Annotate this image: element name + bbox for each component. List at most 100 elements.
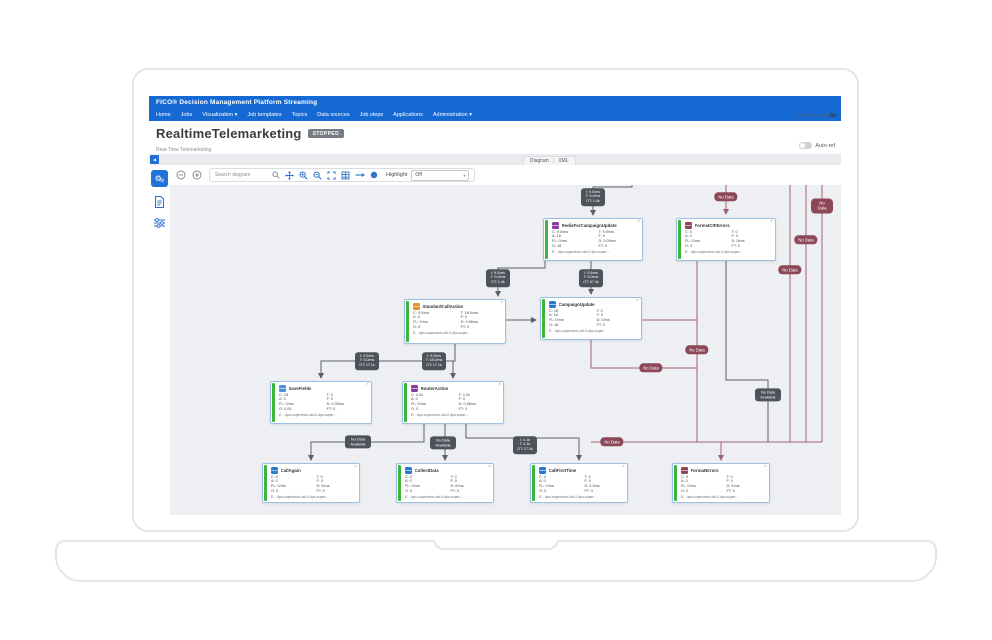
stat: T: 4.2k — [458, 392, 470, 397]
node-title: FormatErrors — [690, 467, 719, 473]
gears-icon: ⚙ — [154, 173, 162, 183]
circle-minus-icon — [176, 170, 186, 180]
stat: C: 0 — [271, 474, 278, 479]
back-icon: ◀ — [152, 157, 157, 162]
menu-item-administration[interactable]: Administration ▾ — [432, 112, 472, 118]
stat: O: 0 — [539, 489, 547, 494]
step-node-icon — [405, 466, 412, 474]
node-corner-icon[interactable]: ✕ — [770, 219, 773, 223]
menu-item-applications[interactable]: Applications — [393, 112, 423, 118]
stat: O: 0 — [413, 325, 421, 330]
tenant-value: Ba — [829, 113, 836, 119]
laptop-screen-frame: FICO® Decision Management Platform Strea… — [132, 68, 859, 532]
search-icon[interactable] — [272, 171, 280, 179]
sidebar-item-settings[interactable]: ⚙ ⚙ — [151, 170, 168, 187]
status-badge: STOPPED — [307, 129, 345, 138]
node-corner-icon[interactable]: ✕ — [354, 464, 357, 468]
node-corner-icon[interactable]: ✕ — [366, 382, 369, 386]
stat: C: 18 — [279, 392, 289, 397]
collapse-all-button[interactable] — [176, 170, 186, 180]
chevron-down-icon: ▾ — [463, 172, 466, 178]
menu-item-jobs[interactable]: Jobs — [180, 112, 193, 118]
node-corner-icon[interactable]: ✕ — [500, 300, 503, 304]
stat: FT: 0 — [326, 407, 336, 412]
stat: FT: 0 — [598, 244, 607, 249]
node-title: CallAgain — [280, 467, 301, 473]
page-title: RealtimeTelemarketing — [156, 126, 302, 141]
stat: FT: 0 — [726, 489, 735, 494]
stat: O: 0 — [411, 407, 419, 412]
errors-node-icon — [685, 221, 692, 229]
expand-all-button[interactable] — [192, 170, 202, 180]
fit-to-screen-icon[interactable] — [285, 170, 294, 180]
node-corner-icon[interactable]: ✕ — [488, 464, 491, 468]
fullscreen-icon[interactable] — [327, 171, 336, 180]
node-corner-icon[interactable]: ✕ — [764, 464, 767, 468]
tab-xml[interactable]: XML — [558, 157, 569, 164]
highlight-select[interactable]: Off ▾ — [411, 169, 470, 181]
sidebar-collapse-button[interactable]: ◀ — [150, 155, 159, 164]
stat: D: 0/ms — [726, 484, 740, 489]
menu-item-data-sources[interactable]: Data sources — [317, 112, 350, 118]
stat: A: 18 — [552, 234, 561, 239]
stat: T: 0 — [731, 229, 738, 234]
auto-refresh-toggle[interactable] — [799, 142, 813, 149]
stat: C: 4.2k — [411, 392, 424, 397]
tab-diagram[interactable]: Diagram — [530, 157, 549, 164]
tenant-label: Current tenant: — [794, 113, 829, 119]
stat: D: 0/ms — [450, 484, 464, 489]
sidebar-item-document[interactable] — [153, 195, 166, 209]
stat: C: 0 — [405, 474, 412, 479]
menu-item-visualization[interactable]: Visualization ▾ — [202, 112, 238, 118]
view-tabs: Diagram | XML — [523, 155, 576, 166]
stat: A: 0 — [279, 397, 286, 402]
menu-item-home[interactable]: Home — [156, 112, 171, 118]
zoom-out-icon[interactable] — [313, 171, 322, 180]
node-corner-icon[interactable]: ✕ — [637, 219, 640, 223]
dot-marker-icon[interactable] — [370, 171, 378, 179]
node-corner-icon[interactable]: ✕ — [622, 464, 625, 468]
menu-item-job-steps[interactable]: Job steps — [359, 112, 384, 118]
stat: FL: 0/ms — [552, 239, 567, 244]
search-input[interactable] — [215, 172, 267, 178]
action-node-icon — [413, 302, 420, 310]
stat: D: 0.56ms — [458, 402, 476, 407]
laptop-base-notch — [433, 539, 559, 550]
menu-item-job-templates[interactable]: Job templates — [247, 112, 282, 118]
stat: O: 18 — [552, 244, 562, 249]
node-footer: E: ..dps-supervisor-okt-0.dps-super… — [685, 249, 744, 254]
stat: O: 0 — [271, 489, 279, 494]
stat: FT: 4 — [584, 489, 593, 494]
arrow-right-icon[interactable] — [355, 171, 365, 179]
node-title: CampaignUpdate — [558, 301, 595, 307]
stat: D: 0.56ms — [460, 320, 478, 325]
minimap-icon[interactable] — [341, 171, 350, 180]
stat: T: 0 — [596, 308, 603, 313]
node-footer: E: ..dps-supervisor-okt-0.dps-super… — [539, 494, 598, 499]
stat: C: 0 — [685, 229, 692, 234]
node-corner-icon[interactable]: ✕ — [498, 382, 501, 386]
stat: F: 0 — [731, 234, 739, 239]
stat: FT: 0 — [458, 407, 468, 412]
stat: F: 0 — [458, 397, 466, 402]
node-corner-icon[interactable]: ✕ — [636, 298, 639, 302]
zoom-in-icon[interactable] — [299, 171, 308, 180]
menu-item-topics[interactable]: Topics — [291, 112, 308, 118]
stat: FL: 0/ms — [413, 320, 428, 325]
stat: F: 0 — [316, 479, 323, 484]
stat: D: 4.5ms — [584, 484, 600, 489]
sidebar-item-filters[interactable] — [153, 216, 166, 230]
diagram-tool-group: Highlight Off ▾ — [209, 168, 476, 182]
